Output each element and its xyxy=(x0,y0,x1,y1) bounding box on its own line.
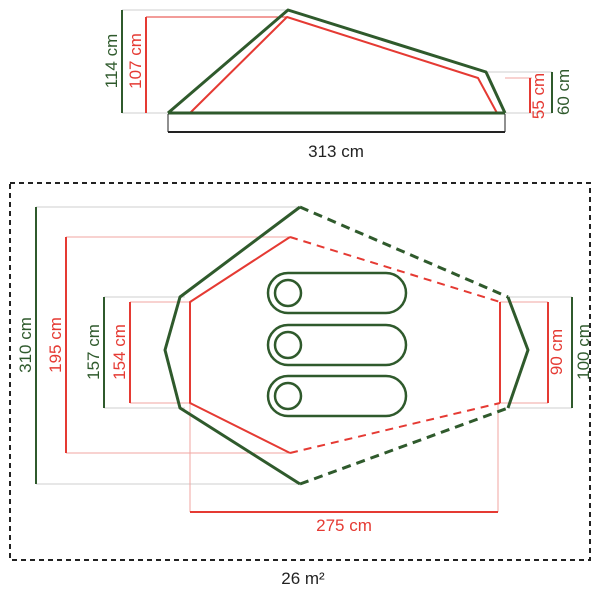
sleeping-pad xyxy=(266,374,408,418)
side-inner-profile xyxy=(189,16,498,114)
inner-tent-outline-top-dashed xyxy=(289,236,501,303)
fly-outline-right xyxy=(506,296,530,409)
fly-outline-left xyxy=(163,205,301,486)
sleeping-pad xyxy=(266,323,408,367)
inner-length-label: 195 cm xyxy=(46,317,65,373)
height-inner-label: 107 cm xyxy=(126,33,145,89)
footprint-length-label: 310 cm xyxy=(16,317,35,373)
inner-tent-outline-bottom-dashed xyxy=(289,402,501,454)
fly-outline-top-dashed xyxy=(299,205,509,299)
right-inner-label: 90 cm xyxy=(547,329,566,375)
floor-plan: 310 cm 195 cm 157 cm 154 cm 90 cm 100 cm… xyxy=(9,182,593,561)
footprint-boundary xyxy=(9,182,591,561)
left-inner-label: 154 cm xyxy=(110,324,129,380)
length-label: 313 cm xyxy=(308,142,364,161)
inner-width-label: 275 cm xyxy=(316,516,372,535)
height-outer-label: 114 cm xyxy=(102,34,121,89)
side-view: 114 cm 107 cm 55 cm 60 cm 313 cm xyxy=(102,8,573,161)
sleeping-pad xyxy=(266,271,408,315)
inner-tent-outline-left xyxy=(189,236,291,454)
right-outer-label: 100 cm xyxy=(574,324,593,380)
rear-outer-label: 60 cm xyxy=(554,69,573,115)
left-outer-label: 157 cm xyxy=(84,324,103,380)
side-outer-profile xyxy=(167,8,507,115)
fly-outline-bottom-dashed xyxy=(299,406,509,486)
rear-inner-label: 55 cm xyxy=(529,73,548,119)
footprint-area-label: 26 m² xyxy=(281,569,325,588)
